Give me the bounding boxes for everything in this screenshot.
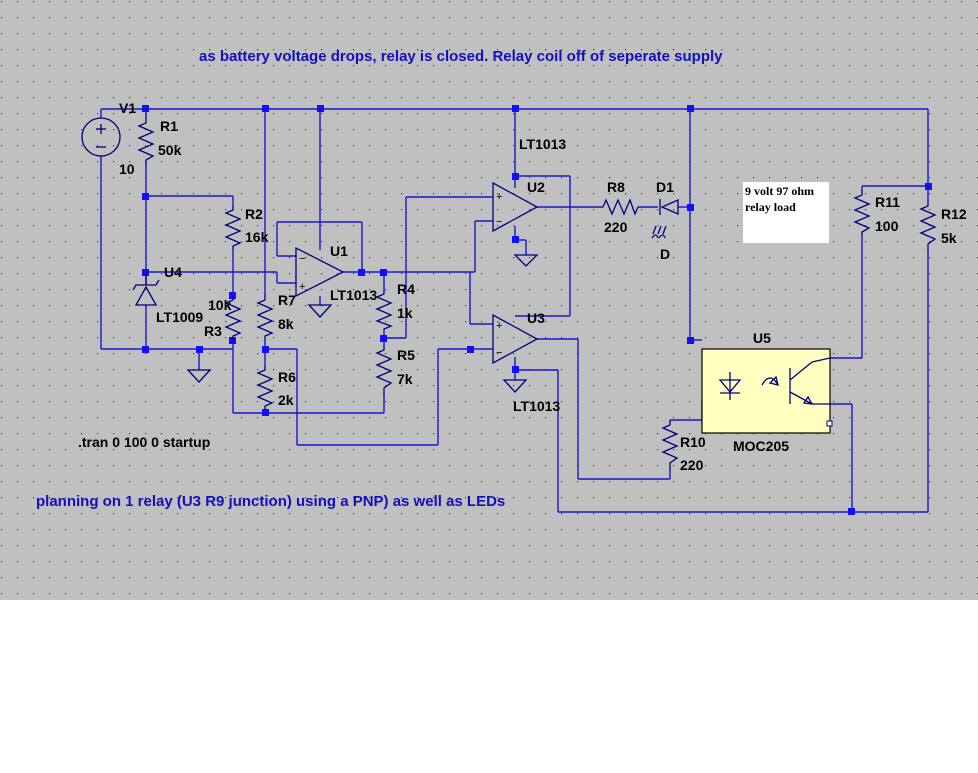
title-note: as battery voltage drops, relay is close…: [199, 48, 723, 65]
opamp-u2[interactable]: + −: [492, 181, 539, 233]
opamp-u1[interactable]: − +: [295, 246, 345, 298]
resistor-r2[interactable]: [224, 205, 242, 250]
resistor-r10[interactable]: [661, 420, 679, 470]
resistor-r1[interactable]: [137, 118, 155, 165]
label-r2: R2: [245, 206, 263, 222]
value-r8: 220: [604, 219, 628, 235]
value-u3: LT1013: [513, 398, 560, 414]
value-r2: 16k: [245, 229, 269, 245]
svg-text:+: +: [496, 320, 502, 332]
svg-text:−: −: [299, 253, 305, 265]
label-r1: R1: [160, 118, 178, 134]
resistor-r5[interactable]: [375, 345, 393, 395]
value-v1: 10: [119, 161, 135, 177]
value-r11: 100: [875, 218, 899, 234]
label-d1: D1: [656, 179, 674, 195]
value-u1: LT1013: [330, 287, 377, 303]
opamp-u3[interactable]: + −: [492, 313, 539, 365]
value-r3: 10k: [208, 297, 232, 313]
relay-note-line2: relay load: [745, 200, 796, 214]
zener-u4[interactable]: [132, 272, 160, 306]
value-u4: LT1009: [156, 309, 203, 325]
label-r7: R7: [278, 292, 296, 308]
svg-text:+: +: [299, 281, 305, 293]
resistor-r12[interactable]: [919, 200, 937, 250]
resistor-r3[interactable]: [224, 295, 242, 340]
resistor-r7[interactable]: [256, 295, 274, 340]
label-u2: U2: [527, 179, 545, 195]
label-r11: R11: [875, 194, 900, 210]
resistor-r8[interactable]: [598, 198, 639, 216]
svg-text:+: +: [496, 191, 502, 203]
label-r5: R5: [397, 347, 415, 363]
value-r12: 5k: [941, 230, 957, 246]
label-r12: R12: [941, 206, 967, 222]
v1-source[interactable]: [81, 117, 121, 157]
value-r6: 2k: [278, 392, 294, 408]
label-r8: R8: [607, 179, 625, 195]
footer-note: planning on 1 relay (U3 R9 junction) usi…: [36, 493, 505, 510]
directive[interactable]: .tran 0 100 0 startup: [78, 434, 210, 450]
led-d1[interactable]: [651, 199, 679, 239]
value-r5: 7k: [397, 371, 413, 387]
resistor-r6[interactable]: [256, 365, 274, 410]
label-u4: U4: [164, 264, 182, 280]
ground-symbols: [186, 254, 539, 393]
label-u1: U1: [330, 243, 348, 259]
relay-note-line1: 9 volt 97 ohm: [745, 184, 814, 198]
value-r10: 220: [680, 457, 704, 473]
label-r6: R6: [278, 369, 296, 385]
value-u5: MOC205: [733, 438, 789, 454]
label-r3: R3: [204, 323, 222, 339]
wires: [100, 108, 929, 513]
label-v1: V1: [119, 100, 136, 116]
relay-note-box: [743, 182, 829, 243]
value-d1: D: [660, 246, 670, 262]
value-r7: 8k: [278, 316, 294, 332]
label-r4: R4: [397, 281, 415, 297]
label-u3: U3: [527, 310, 545, 326]
value-r1: 50k: [158, 142, 182, 158]
svg-text:−: −: [496, 347, 502, 359]
svg-text:−: −: [496, 216, 502, 228]
value-r4: 1k: [397, 305, 413, 321]
resistor-r4[interactable]: [375, 290, 393, 330]
label-u5: U5: [753, 330, 771, 346]
resistor-r11[interactable]: [853, 190, 871, 235]
value-u2: LT1013: [519, 136, 566, 152]
optocoupler-u5[interactable]: [701, 348, 833, 434]
label-r10: R10: [680, 434, 706, 450]
